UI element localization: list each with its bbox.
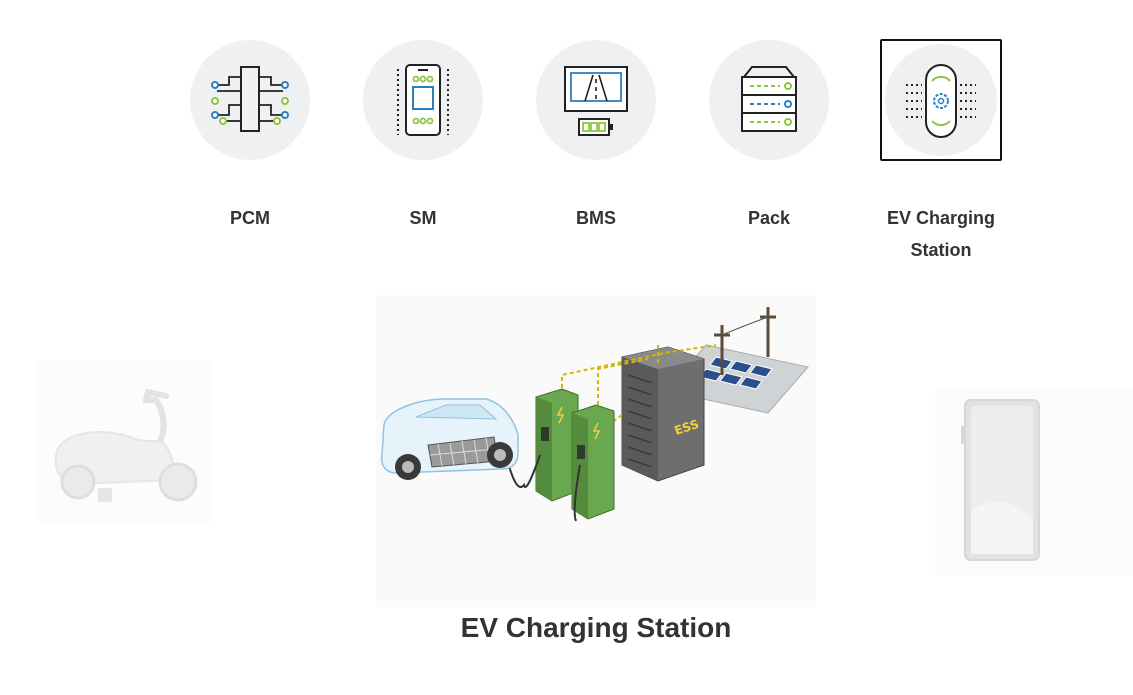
tab-pcm[interactable]: PCM bbox=[190, 40, 310, 234]
tab-pcm-label: PCM bbox=[230, 208, 270, 228]
tab-bms-label: BMS bbox=[576, 208, 616, 228]
tab-bms-icon-frame bbox=[536, 40, 656, 160]
ev-scene-svg: ESS bbox=[380, 307, 809, 522]
charging-station-icon bbox=[906, 64, 976, 138]
ev-charging-station-illustration: ESS bbox=[376, 295, 816, 607]
phone-image bbox=[961, 399, 1040, 561]
tab-pack-circle bbox=[709, 40, 829, 160]
tab-pack-icon-frame bbox=[709, 40, 829, 160]
battery-monitor-icon bbox=[564, 66, 628, 136]
tab-bms-circle bbox=[536, 40, 656, 160]
tab-ev-circle bbox=[885, 44, 997, 156]
scooter-image bbox=[54, 388, 198, 502]
tab-ev-label: EV Charging Station bbox=[866, 202, 1016, 266]
tab-sm[interactable]: SM bbox=[363, 40, 483, 234]
tab-bms[interactable]: BMS bbox=[536, 40, 656, 234]
tab-ev-icon-frame-selected bbox=[880, 39, 1002, 161]
circuit-chip-icon bbox=[211, 66, 289, 132]
tab-sm-circle bbox=[363, 40, 483, 160]
tab-pack-label: Pack bbox=[747, 208, 791, 228]
smartphone-icon bbox=[397, 64, 449, 136]
server-rack-icon bbox=[741, 66, 797, 132]
tab-ev-label-line1: EV Charging bbox=[886, 208, 995, 228]
tab-ev-label-line2: Station bbox=[910, 240, 972, 260]
product-tab-carousel: PCM SM bbox=[0, 0, 1133, 280]
tab-ev-charging-station[interactable]: EV Charging Station bbox=[880, 39, 1002, 266]
tab-sm-label: SM bbox=[409, 208, 437, 228]
tab-pcm-icon-frame bbox=[190, 40, 310, 160]
tab-sm-icon-frame bbox=[363, 40, 483, 160]
tab-pcm-circle bbox=[190, 40, 310, 160]
next-slide-phone[interactable] bbox=[935, 390, 1133, 575]
tab-pack[interactable]: Pack bbox=[709, 40, 829, 234]
previous-slide-scooter[interactable] bbox=[38, 360, 213, 522]
slide-caption: EV Charging Station bbox=[460, 612, 732, 643]
